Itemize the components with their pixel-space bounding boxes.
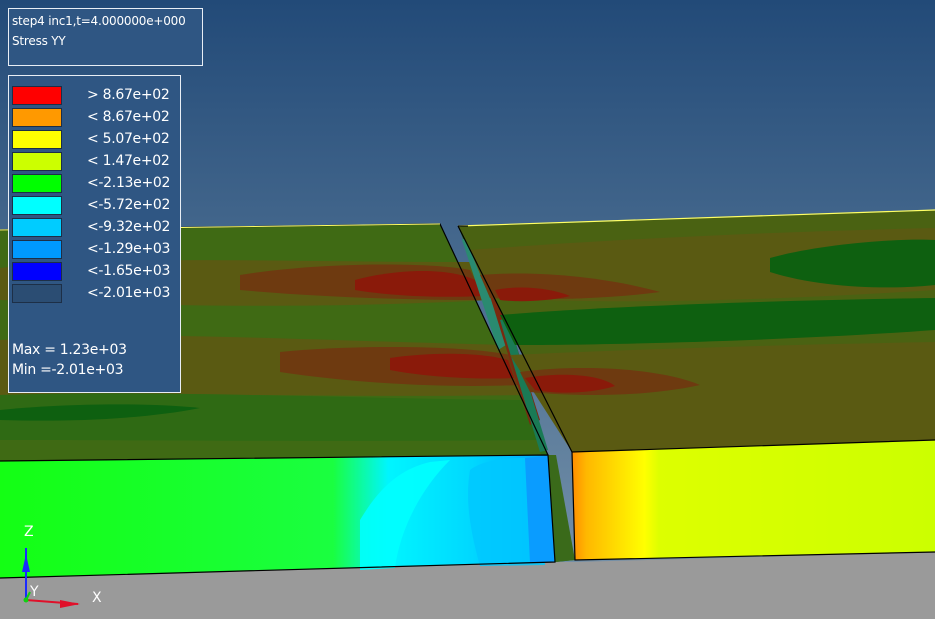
right-plate-edge-front <box>571 451 935 561</box>
z-axis-arrow <box>22 554 30 572</box>
left-front-blue-zone <box>468 458 545 566</box>
right-plate-front <box>572 440 935 560</box>
legend-label: < 8.67e+02 <box>87 109 170 125</box>
legend-swatch <box>12 130 62 149</box>
legend-swatch <box>12 152 62 171</box>
legend-swatch <box>12 240 62 259</box>
x-axis-arrow <box>60 600 80 608</box>
legend-swatch <box>12 218 62 237</box>
legend-label: <-2.13e+02 <box>87 175 171 191</box>
z-axis-label: Z <box>24 524 34 540</box>
gap-wall-lower <box>548 455 575 562</box>
result-type-text: Stress YY <box>12 34 66 48</box>
right-plate-edge-back <box>457 209 935 227</box>
legend-label: <-5.72e+02 <box>87 197 171 213</box>
left-contour-band-8 <box>0 404 200 421</box>
legend-min-text: Min =-2.01e+03 <box>12 362 124 378</box>
result-info-box: step4 inc1,t=4.000000e+000 Stress YY <box>8 8 203 66</box>
legend-label: <-9.32e+02 <box>87 219 171 235</box>
legend-label: <-2.01e+03 <box>87 285 171 301</box>
legend-label: < 1.47e+02 <box>87 153 170 169</box>
legend-max-text: Max = 1.23e+03 <box>12 342 127 358</box>
legend-label: < 5.07e+02 <box>87 131 170 147</box>
right-contour-band-4 <box>495 287 570 302</box>
right-contour-band-6 <box>510 342 935 452</box>
left-front-deep-blue-zone <box>525 456 553 563</box>
y-axis-label: Y <box>30 584 39 600</box>
x-axis-label: X <box>92 590 102 606</box>
right-contour-band-5 <box>500 298 935 345</box>
contour-legend: > 8.67e+02 < 8.67e+02 < 5.07e+02 < 1.47e+02… <box>8 75 181 393</box>
legend-swatch <box>12 262 62 281</box>
right-contour-band-2 <box>770 239 935 288</box>
axis-triad <box>22 548 80 608</box>
legend-swatch <box>12 86 62 105</box>
left-plate-edge-front <box>0 454 556 579</box>
left-contour-band-3 <box>355 271 482 297</box>
gap-wall-stripe-1 <box>462 235 506 350</box>
floor-plane <box>0 552 935 619</box>
legend-label: <-1.29e+03 <box>87 241 171 257</box>
triad-origin <box>23 597 29 603</box>
legend-swatch <box>12 196 62 215</box>
legend-swatch <box>12 108 62 127</box>
gap-wall-stripe-3 <box>500 318 548 452</box>
legend-label: > 8.67e+02 <box>87 87 170 103</box>
step-increment-text: step4 inc1,t=4.000000e+000 <box>12 14 186 28</box>
right-contour-band-8 <box>525 374 615 393</box>
legend-swatch <box>12 284 62 303</box>
legend-swatch <box>12 174 62 193</box>
left-contour-band-6 <box>390 353 514 379</box>
left-front-cyan-zone <box>360 460 450 570</box>
legend-label: <-1.65e+03 <box>87 263 171 279</box>
